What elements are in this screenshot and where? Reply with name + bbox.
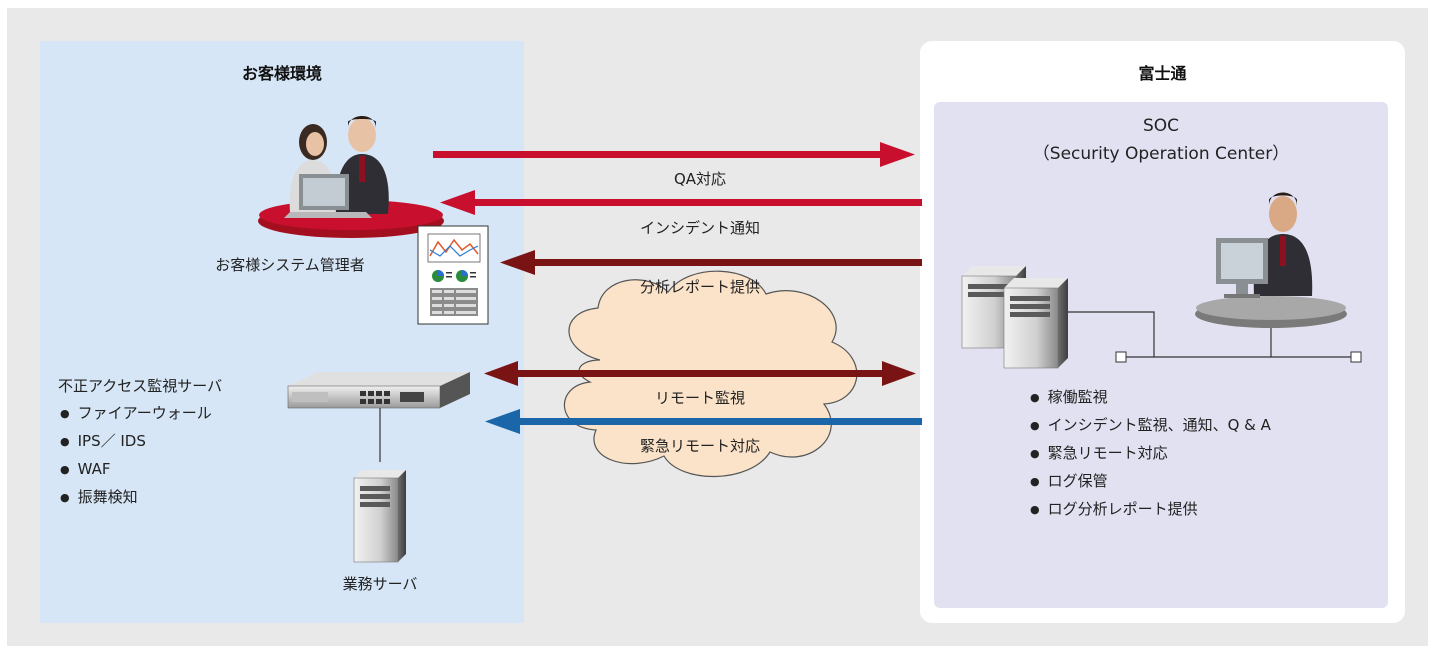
network-node-right	[1350, 351, 1362, 363]
arrow-incident-notice	[440, 190, 922, 215]
soc-service-item: 緊急リモート対応	[1030, 440, 1271, 468]
customer-admin-people-icon	[258, 116, 444, 238]
soc-service-item: インシデント監視、通知、Q & A	[1030, 412, 1271, 440]
arrow-qa	[433, 142, 915, 167]
soc-server-2-icon	[1003, 278, 1068, 369]
soc-service-list: 稼働監視 インシデント監視、通知、Q & A 緊急リモート対応 ログ保管 ログ分…	[1030, 384, 1271, 524]
soc-service-item: ログ分析レポート提供	[1030, 496, 1271, 524]
business-server-icon	[353, 470, 406, 563]
soc-service-item: 稼働監視	[1030, 384, 1271, 412]
network-node-left	[1115, 351, 1127, 363]
customer-environment-panel	[40, 41, 524, 623]
customer-admin-label: お客様システム管理者	[215, 256, 365, 274]
monitor-feature-item: ファイアーウォール	[60, 400, 212, 428]
flow-label-remote-monitor: リモート監視	[654, 389, 745, 407]
monitoring-appliance-icon	[287, 372, 470, 409]
monitor-feature-item: 振舞検知	[60, 484, 212, 512]
arrow-report	[500, 250, 922, 275]
customer-environment-title: お客様環境	[241, 64, 322, 83]
business-server-label: 業務サーバ	[342, 575, 418, 593]
flow-label-incident-notice: インシデント通知	[639, 219, 760, 237]
arrow-emergency-remote	[485, 409, 922, 434]
soc-title: SOC	[1142, 116, 1180, 136]
monitor-server-feature-list: ファイアーウォール IPS／ IDS WAF 振舞検知	[60, 400, 212, 512]
monitor-feature-item: IPS／ IDS	[60, 428, 212, 456]
soc-operator-icon	[1195, 192, 1347, 328]
monitor-server-title: 不正アクセス監視サーバ	[58, 377, 223, 395]
arrow-remote-monitor	[484, 361, 916, 386]
flow-label-report: 分析レポート提供	[639, 278, 760, 296]
flow-label-qa: QA対応	[673, 170, 727, 188]
flow-label-emergency-remote: 緊急リモート対応	[639, 437, 760, 455]
fujitsu-title: 富士通	[1138, 64, 1187, 83]
report-document-icon	[417, 225, 489, 325]
soc-service-item: ログ保管	[1030, 468, 1271, 496]
soc-subtitle: （Security Operation Center）	[1032, 144, 1290, 164]
monitor-feature-item: WAF	[60, 456, 212, 484]
